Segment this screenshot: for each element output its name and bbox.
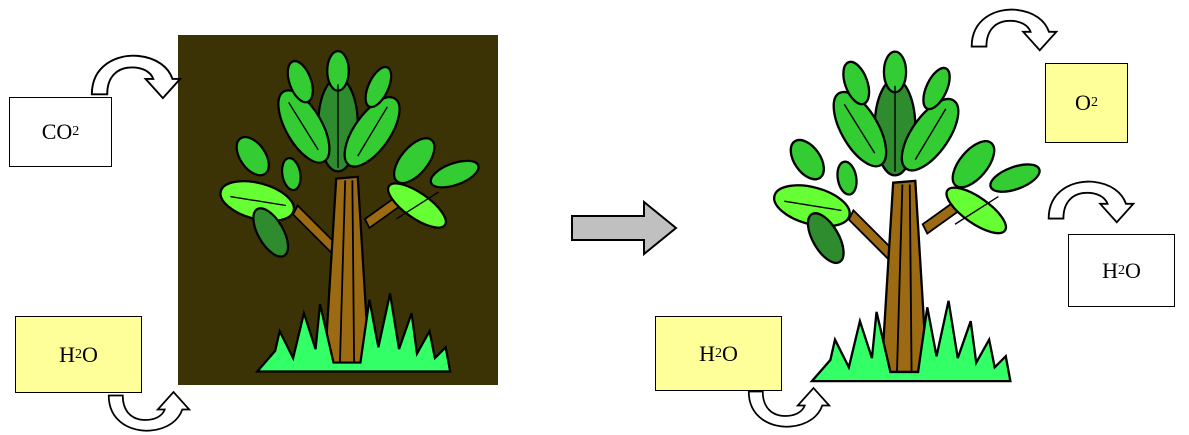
h2o-intake-arrow-icon (107, 391, 191, 432)
tree-in-dark-image (215, 50, 484, 373)
tree-in-light-image (768, 50, 1045, 383)
transition-arrow-icon (571, 199, 678, 257)
h2o-intake-arrow-right-icon (747, 387, 831, 428)
co2-intake-arrow-icon (90, 54, 182, 100)
h2o-release-arrow-icon (1047, 180, 1135, 224)
o2-release-arrow-icon (970, 8, 1058, 52)
